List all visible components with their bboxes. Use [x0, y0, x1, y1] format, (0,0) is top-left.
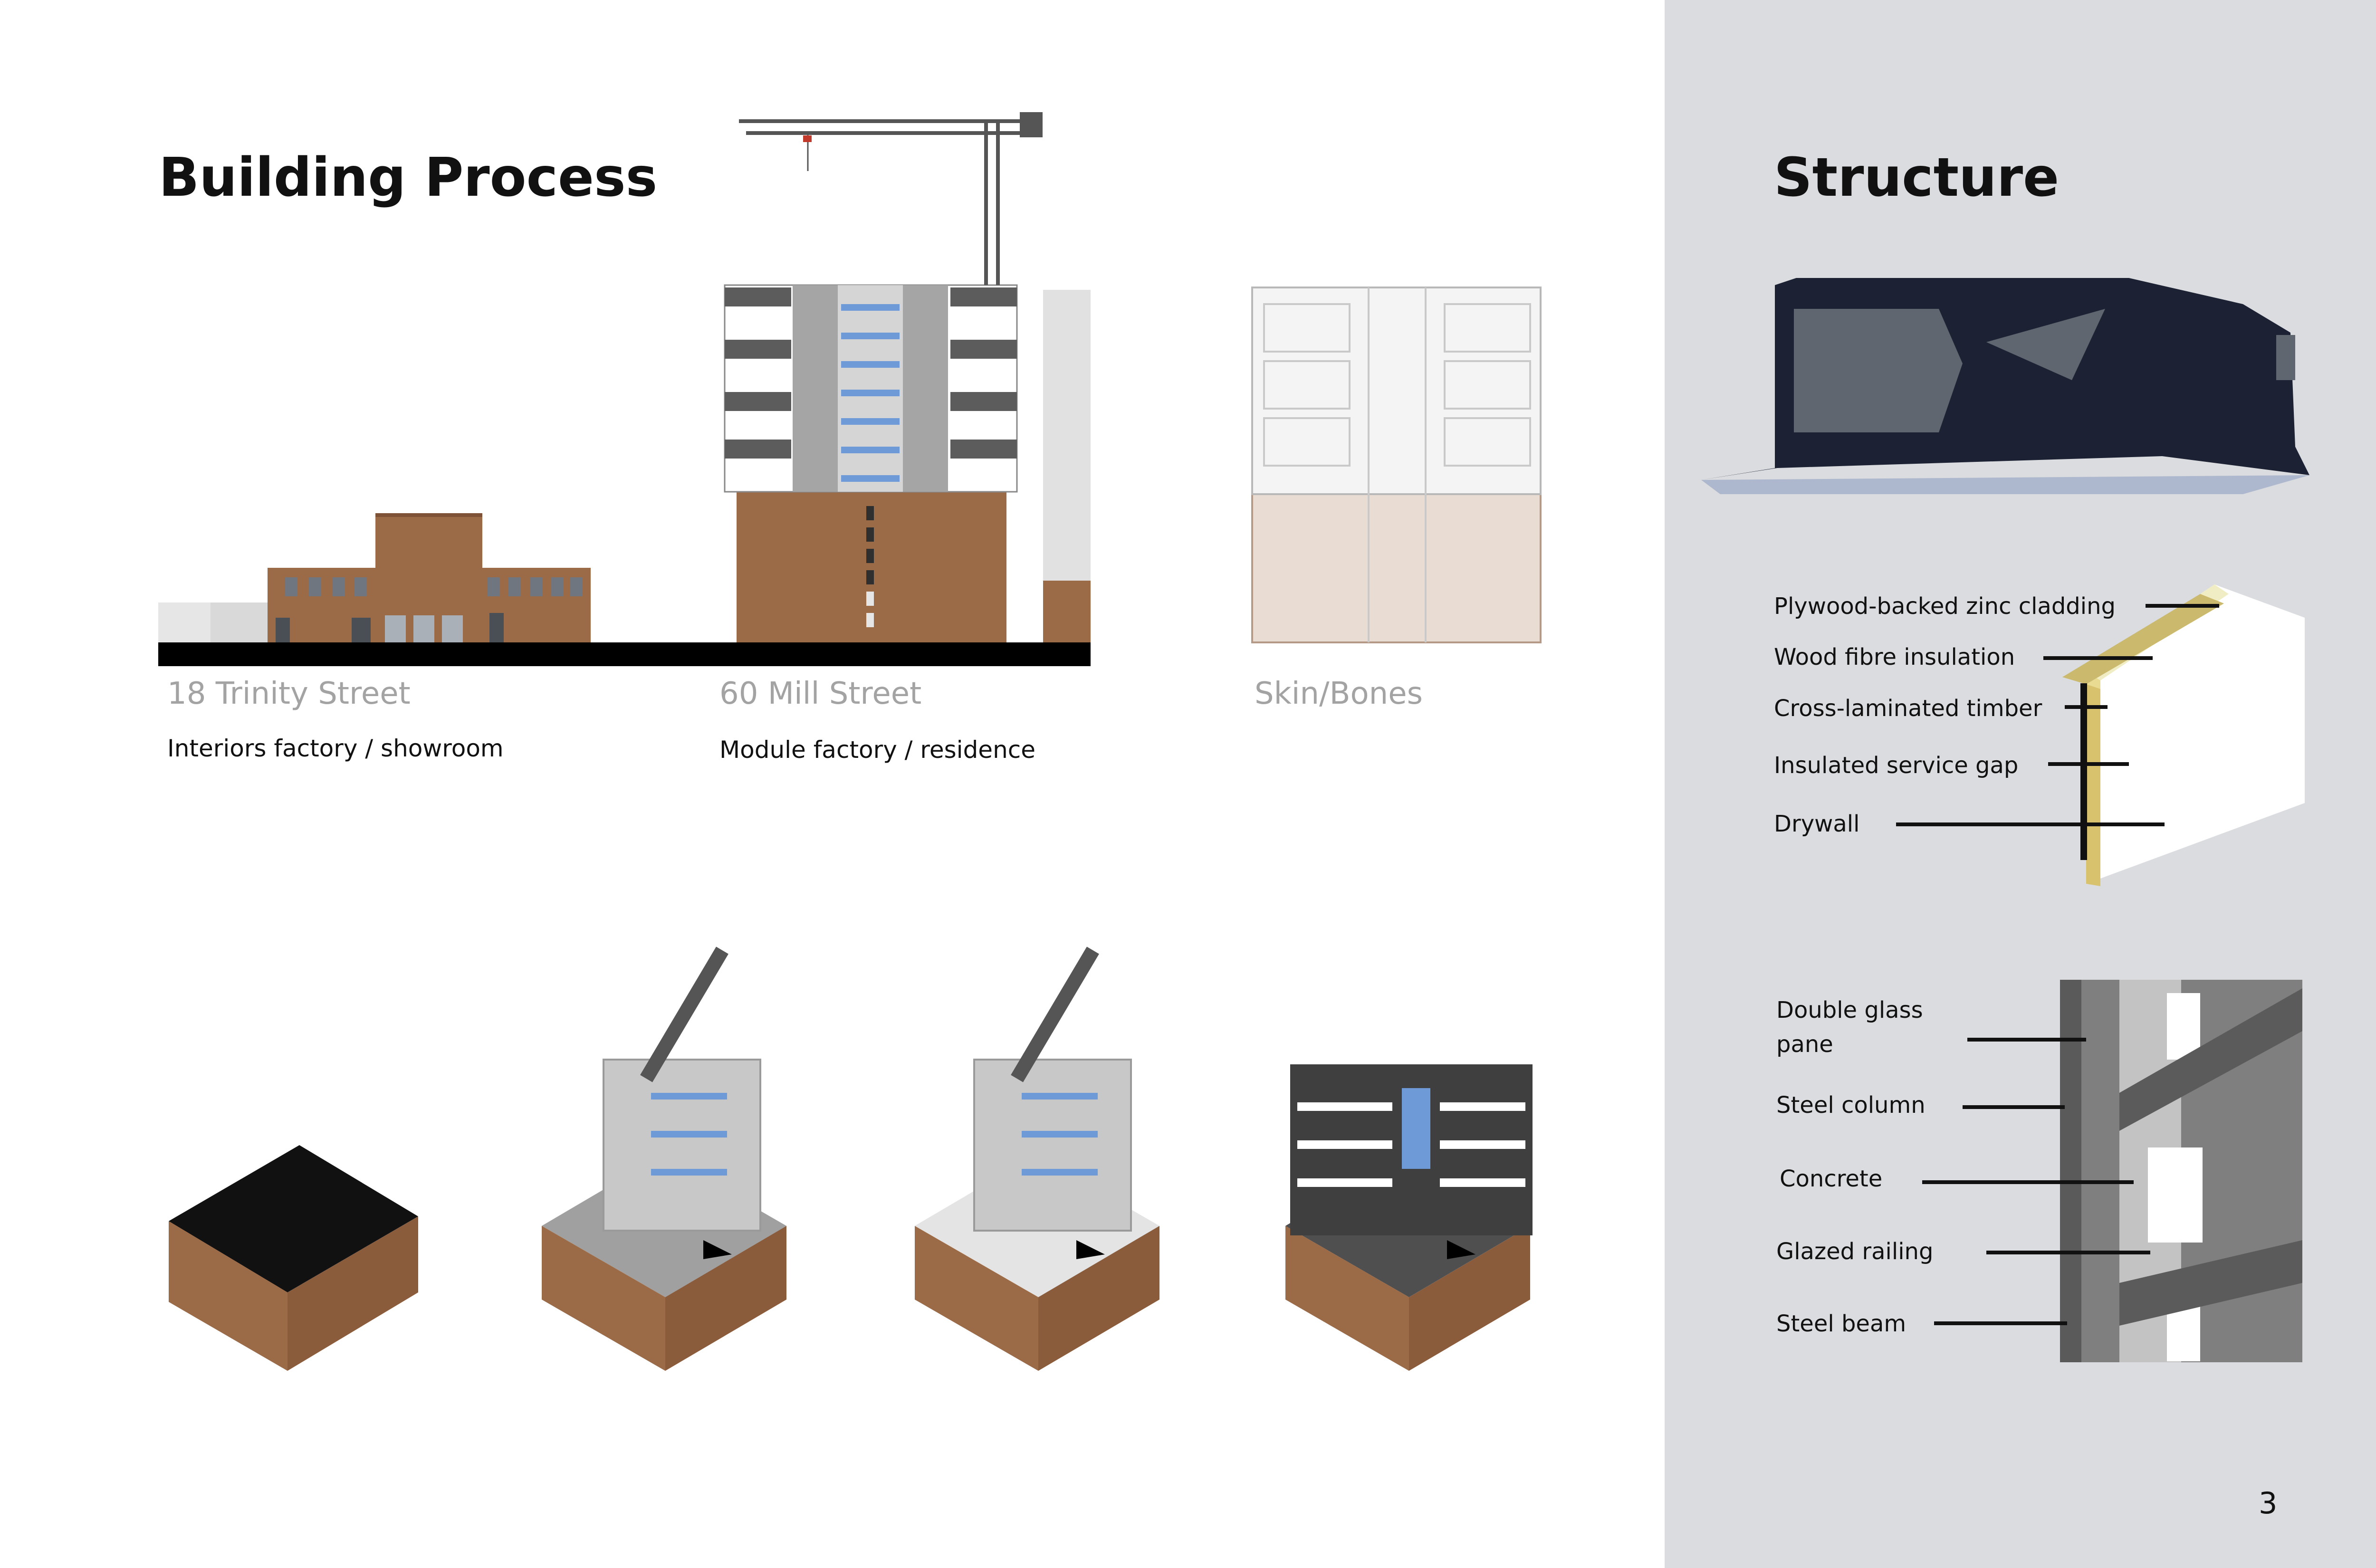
- mill-street-building: [724, 284, 1091, 642]
- label-service-gap: Insulated service gap: [1774, 752, 2019, 779]
- label-clt: Cross-laminated timber: [1774, 695, 2042, 722]
- street-elevation-drawing: [158, 112, 1542, 666]
- axo-stage-4: [1285, 1064, 1533, 1371]
- label-zinc-cladding: Plywood-backed zinc cladding: [1774, 593, 2116, 620]
- building-process-title: Building Process: [159, 147, 658, 209]
- caption-skin-bones: Skin/Bones: [1255, 676, 1423, 711]
- label-wood-fibre: Wood fibre insulation: [1774, 644, 2015, 670]
- label-double-glass: Double glass pane: [1776, 997, 1923, 1058]
- tower-crane: [739, 112, 1043, 285]
- label-drywall: Drywall: [1774, 811, 1860, 837]
- skin-bones-drawing: [1251, 287, 1542, 643]
- label-steel-column: Steel column: [1776, 1092, 1926, 1119]
- caption-trinity-name: 18 Trinity Street: [167, 676, 411, 711]
- axo-stage-1: [169, 1145, 418, 1371]
- label-steel-beam: Steel beam: [1776, 1310, 1907, 1337]
- axo-stage-2: [542, 947, 786, 1371]
- caption-trinity-desc: Interiors factory / showroom: [167, 735, 504, 762]
- trinity-street-building: [158, 513, 591, 642]
- page-number: 3: [2259, 1486, 2278, 1520]
- axo-stage-3: [915, 947, 1159, 1371]
- label-concrete: Concrete: [1780, 1166, 1883, 1192]
- structure-title: Structure: [1774, 147, 2060, 209]
- construction-sequence-axonometrics: [169, 947, 1533, 1371]
- caption-mill-name: 60 Mill Street: [719, 676, 922, 711]
- caption-mill-desc: Module factory / residence: [719, 736, 1036, 764]
- label-glazed-railing: Glazed railing: [1776, 1238, 1934, 1265]
